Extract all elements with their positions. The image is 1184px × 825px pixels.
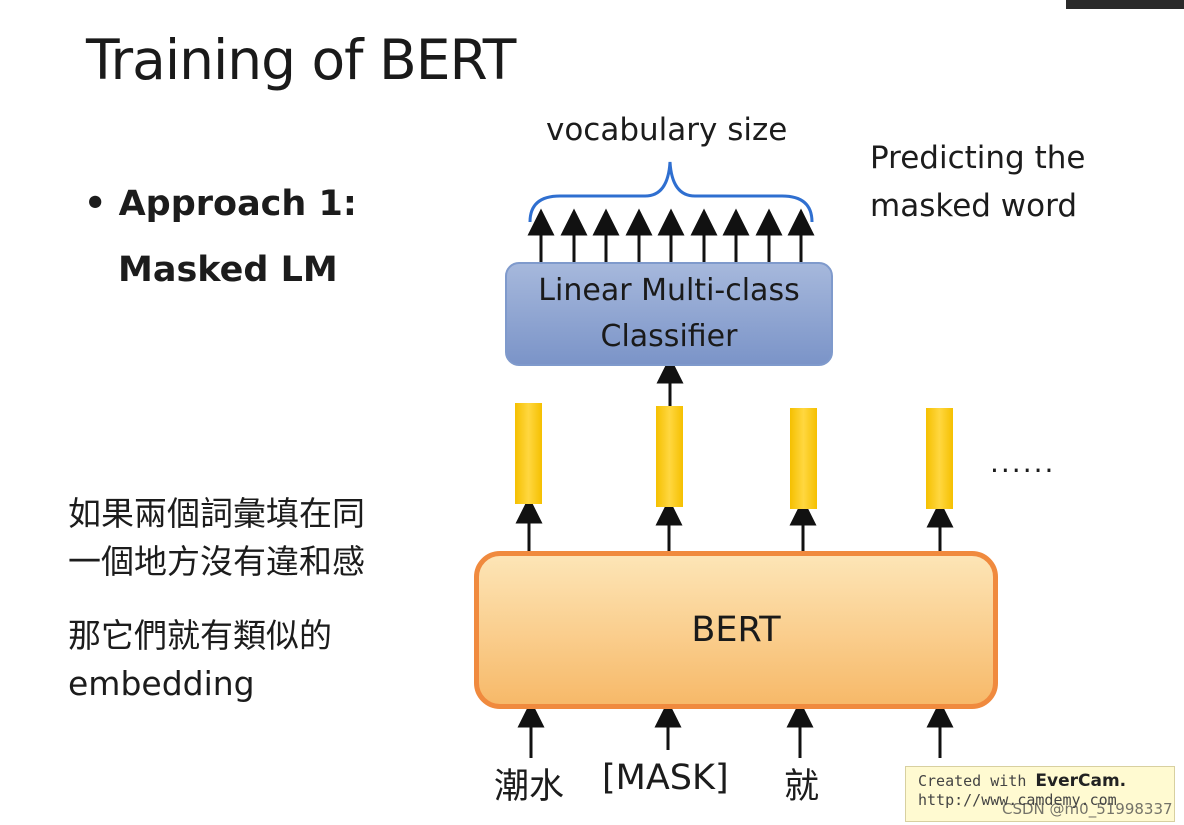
watermark-prefix: Created with: [918, 772, 1036, 790]
annotation-line1: 如果兩個詞彙填在同: [68, 494, 365, 533]
bert-label: BERT: [691, 610, 781, 650]
vocabulary-brace: [528, 161, 814, 223]
bullet-approach: • Approach 1:: [84, 184, 357, 224]
annotation-line4: embedding: [68, 664, 255, 703]
bert-model-box: BERT: [474, 551, 998, 709]
embedding-vector-4: [926, 408, 953, 509]
side-note-line2: masked word: [870, 188, 1077, 224]
watermark-url: http://www.camdemy.com: [918, 791, 1117, 809]
window-corner-bar: [1066, 0, 1184, 9]
slide-title: Training of BERT: [86, 28, 516, 92]
watermark-brand: EverCam.: [1035, 771, 1127, 791]
embedding-vector-3: [790, 408, 817, 509]
annotation-block-2: 那它們就有類似的 embedding: [68, 612, 332, 708]
annotation-line2: 一個地方沒有違和感: [68, 542, 365, 581]
annotation-line3: 那它們就有類似的: [68, 616, 332, 655]
bert-to-embedding-arrows: [515, 496, 954, 553]
annotation-block-1: 如果兩個詞彙填在同 一個地方沒有違和感: [68, 490, 365, 586]
output-arrows: [527, 208, 815, 262]
csdn-watermark: CSDN @m0_51998337: [1002, 800, 1173, 818]
token-to-bert-arrows: [517, 700, 954, 758]
bullet-dot: •: [84, 184, 119, 224]
token-1: 潮水: [494, 767, 565, 807]
classifier-box: Linear Multi-class Classifier: [505, 262, 833, 366]
embedding-vector-mask: [656, 406, 683, 507]
evercam-watermark: Created with EverCam. http://www.camdemy…: [905, 766, 1175, 822]
classifier-label-line2: Classifier: [600, 319, 738, 354]
classifier-label-line1: Linear Multi-class: [538, 273, 800, 308]
embedding-vector-1: [515, 403, 542, 504]
bullet-heading: Approach 1:: [118, 184, 357, 224]
more-tokens-ellipsis: ......: [990, 446, 1056, 479]
bullet-subheading: Masked LM: [118, 250, 338, 290]
side-note-line1: Predicting the: [870, 140, 1086, 176]
side-note: Predicting the masked word: [870, 134, 1085, 230]
vocabulary-size-label: vocabulary size: [546, 112, 788, 148]
token-mask: [MASK]: [602, 758, 729, 798]
token-3: 就: [784, 767, 820, 807]
